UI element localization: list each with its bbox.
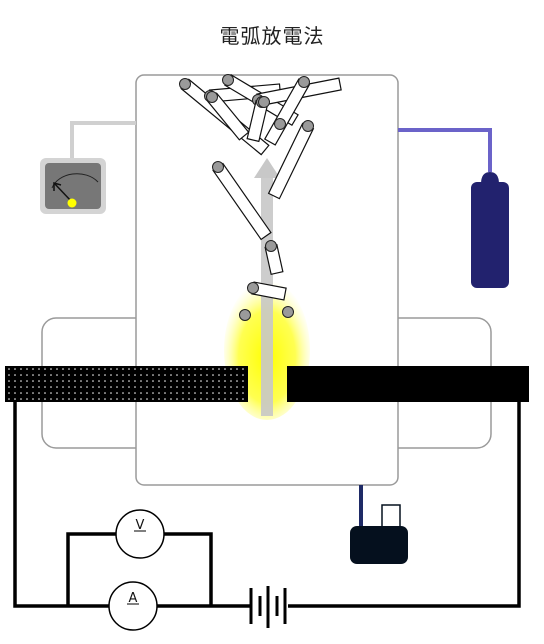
anode-electrode [5, 366, 248, 402]
circuit-wiring [13, 402, 521, 608]
particle-end [298, 76, 310, 88]
particle-end [239, 309, 251, 321]
gauge-pipe [70, 121, 136, 160]
gas-cylinder-icon [471, 172, 509, 288]
particle-end [265, 240, 277, 252]
gas-line [398, 128, 492, 172]
particle-end [206, 91, 218, 103]
ammeter-label: A [129, 591, 138, 606]
cathode-electrode [287, 366, 529, 402]
particle-end [258, 96, 270, 108]
particle-end [212, 161, 224, 173]
pressure-gauge-icon [40, 158, 106, 214]
particle-end [274, 118, 286, 130]
ammeter-icon: A [108, 581, 158, 631]
vacuum-pump-icon [350, 504, 408, 564]
particle-end [302, 120, 314, 132]
particle-end [222, 74, 234, 86]
voltmeter-icon: V [115, 509, 165, 559]
particle-end [282, 306, 294, 318]
particle-end [179, 78, 191, 90]
voltmeter-label: V [136, 518, 145, 533]
particle-end [247, 282, 259, 294]
diagram-title: 電弧放電法 [219, 24, 325, 48]
battery-icon [249, 586, 287, 628]
carbon-nanotubes [179, 74, 342, 321]
